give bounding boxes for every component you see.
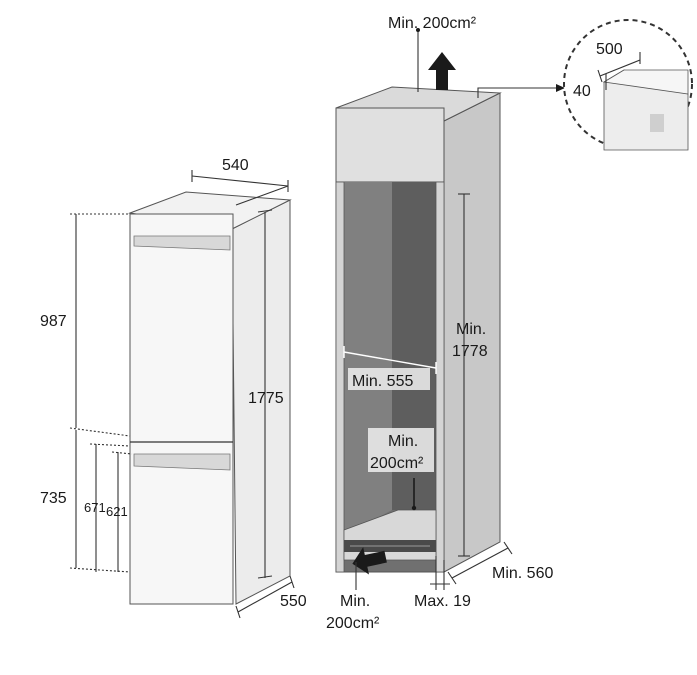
detail-vent-width-label: 500 xyxy=(596,41,623,58)
detail-magnifier: 500 40 xyxy=(563,19,693,151)
cabinet-inner-height-label-2: 1778 xyxy=(452,343,488,360)
top-vent-indicator: Min. 200cm² xyxy=(388,15,477,92)
cabinet-inner-height-label-1: Min. xyxy=(456,321,486,338)
top-vent-arrow xyxy=(428,52,456,90)
bottom-vent-label-1: Min. xyxy=(340,593,370,610)
upper-door-handle xyxy=(133,235,231,251)
fridge-drawing xyxy=(128,191,292,605)
detail-callout-line xyxy=(477,84,565,98)
fridge-depth-label: 550 xyxy=(280,593,307,610)
cabinet-depth-dimension: Min. 560 xyxy=(447,541,553,585)
lower-door-handle xyxy=(133,453,231,471)
rear-vent-label-2: 200cm² xyxy=(370,455,424,472)
bottom-vent-arrow xyxy=(352,547,387,575)
rear-vent-indicator: Min. 200cm² xyxy=(368,428,434,511)
cabinet-depth-label: Min. 560 xyxy=(492,565,553,582)
plinth-gap-dimension: Max. 19 xyxy=(414,556,471,610)
fridge-upper-door xyxy=(129,213,234,443)
fridge-width-label: 540 xyxy=(222,157,249,174)
fridge-lower-height-label: 735 xyxy=(40,490,67,507)
fridge-upper-height-dimension: 987 xyxy=(40,213,131,437)
cabinet-top-front-panel xyxy=(335,107,445,183)
drawer-height-b-dimension: 621 xyxy=(106,451,133,572)
cabinet-inner-width-dimension: Min. 555 xyxy=(343,346,437,390)
cabinet-inner-height-dimension: Min. 1778 xyxy=(452,193,488,557)
cabinet-inner-width-label: Min. 555 xyxy=(352,373,413,390)
detail-vent-depth-label: 40 xyxy=(573,83,591,100)
fridge-total-height-label: 1775 xyxy=(248,390,284,407)
fridge-lower-height-dimension: 735 xyxy=(40,430,131,573)
bottom-vent-label-2: 200cm² xyxy=(326,615,380,632)
rear-vent-label-1: Min. xyxy=(388,433,418,450)
fridge-upper-height-label: 987 xyxy=(40,313,67,330)
bottom-vent-indicator: Min. 200cm² xyxy=(326,547,387,632)
drawer-height-a-label: 671 xyxy=(84,500,106,515)
top-vent-label: Min. 200cm² xyxy=(388,15,477,32)
drawer-height-a-dimension: 671 xyxy=(84,443,131,572)
plinth-gap-label: Max. 19 xyxy=(414,593,471,610)
fridge-total-height-dimension: 1775 xyxy=(248,209,284,579)
fridge-depth-dimension: 550 xyxy=(235,575,307,619)
drawer-height-b-label: 621 xyxy=(106,504,128,519)
fridge-width-dimension: 540 xyxy=(191,157,289,206)
